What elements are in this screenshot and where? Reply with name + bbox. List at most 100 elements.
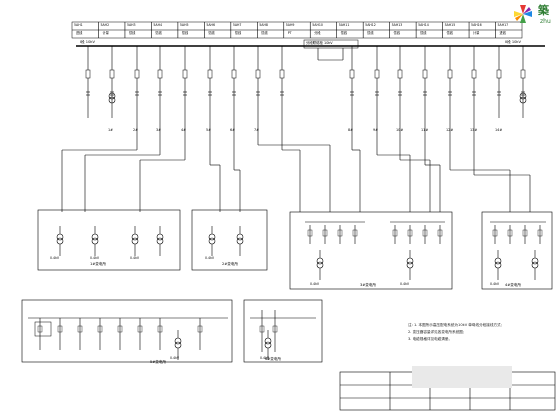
notes: 注: 1. 本图所示高压配电系统为10kV 单母线分段接线方式; 2. 变压器容… (408, 322, 553, 343)
transformer-4-1-winding (531, 257, 539, 265)
feeder-label-right: 12# (446, 128, 454, 132)
feeder-right-5-breaker (471, 69, 477, 79)
pt-circle (519, 96, 527, 104)
sub5-breaker (57, 325, 63, 333)
sub5-panel (34, 321, 52, 337)
feeder-left-7-breaker (255, 69, 261, 79)
voltage-label: 0.4kV (310, 282, 320, 286)
feeder-right-2-breaker (397, 69, 403, 79)
table-cell-code: 5AH1 (74, 23, 83, 27)
substation-name: 4#变电所 (505, 283, 522, 287)
sub5-breaker (77, 325, 83, 333)
table-cell-type: 馈线 (393, 31, 401, 35)
sub5-breaker (157, 325, 163, 333)
voltage-label: 0.4kV (400, 282, 410, 286)
feeder-left-2-breaker (134, 69, 140, 79)
sub4-breaker (537, 229, 543, 237)
transformer-1-2-winding (131, 237, 139, 245)
table-cell-code: 5AH15 (444, 23, 456, 27)
voltage-label: 0.4kV (50, 256, 60, 260)
table-cell-type: 馈线 (446, 31, 453, 35)
tie-label: 分段联络柜 10kV (306, 41, 333, 45)
feeder-right-6-breaker (496, 69, 502, 79)
table-cell-type: 馈线 (340, 31, 348, 35)
sub3-breaker (307, 229, 313, 237)
table-cell-code: 5AH6 (206, 23, 215, 27)
table-cell-code: 5AH16 (471, 23, 482, 27)
table-cell-code: 5AH5 (179, 23, 189, 27)
feeder-label-left: 4# (181, 128, 186, 132)
table-cell-code: 5AH10 (312, 23, 323, 27)
substation-box (37, 209, 181, 271)
feeder-right-1-breaker (374, 69, 380, 79)
table-cell-type: 馈线 (261, 31, 268, 35)
voltage-label: 0.4kV (205, 256, 215, 260)
note-line-2: 2. 变压器容量详见各变电所系统图; (408, 330, 465, 334)
feeder-label-right: 13# (470, 128, 478, 132)
pt-circle (108, 92, 116, 100)
transformer-1-3-winding (156, 237, 164, 245)
feeder-left-0-breaker (85, 69, 91, 79)
transformer-2-0-winding (208, 233, 216, 241)
feeder-left-1-breaker (109, 69, 115, 79)
substation-name: 5#变电所 (150, 360, 167, 364)
substation-box (289, 211, 453, 290)
feeder-left-4-breaker (182, 69, 188, 79)
feeder-right-4-breaker (447, 69, 453, 79)
feeder-label-left: 6# (230, 128, 235, 132)
substation-box (243, 299, 323, 363)
sub5-breaker (197, 325, 203, 333)
substation-box (481, 211, 553, 290)
sub4-breaker (507, 229, 513, 237)
transformer-1-2-winding (131, 233, 139, 241)
pt-circle (519, 92, 527, 100)
transformer-4-1-winding (531, 261, 539, 269)
sub6-breaker (272, 325, 278, 333)
transformer-4-0-winding (494, 261, 502, 269)
voltage-label: 0.4kV (490, 282, 500, 286)
table-cell-code: 5AH3 (126, 23, 136, 27)
table-cell-type: 馈线 (128, 31, 136, 35)
feeder-label-right: 14# (495, 128, 503, 132)
table-cell-type: 计量 (473, 31, 480, 35)
sub3-breaker (352, 229, 358, 237)
bus-left-label: I段 10kV (80, 40, 95, 44)
table-cell-code: 5AH13 (391, 23, 403, 27)
table-cell-type: 分段 (314, 31, 321, 35)
substation-box (191, 209, 268, 271)
feeder-right-3-breaker (422, 69, 428, 79)
feeder-left-5-breaker (207, 69, 213, 79)
transformer-3-0-winding (316, 257, 324, 265)
feeder-left-3-breaker (157, 69, 163, 79)
transformer-5-0-winding (174, 337, 182, 345)
table-cell-type: 馈线 (367, 31, 374, 35)
transformer-1-0-winding (56, 233, 64, 241)
voltage-label: 0.4kV (260, 356, 270, 360)
transformer-6-0-winding (264, 341, 272, 349)
table-cell-code: 5AH12 (365, 23, 376, 27)
sub3-breaker (322, 229, 328, 237)
sub3-breaker (337, 229, 343, 237)
transformer-6-0-winding (264, 337, 272, 345)
transformer-1-1-winding (91, 233, 99, 241)
feeder-right-7-breaker (520, 69, 526, 79)
substation-name: 6#变电所 (265, 357, 282, 361)
transformer-2-1-winding (236, 233, 244, 241)
table-cell-type: 馈线 (208, 31, 215, 35)
transformer-3-1-winding (406, 261, 414, 269)
transformer-2-1-winding (236, 237, 244, 245)
substation-name: 2#变电所 (222, 262, 239, 266)
transformer-2-0-winding (208, 237, 216, 245)
transformer-5-0-winding (174, 341, 182, 349)
feeder-label-left: 7# (254, 128, 259, 132)
transformer-1-0-winding (56, 237, 64, 245)
pt-circle (108, 96, 116, 104)
bus-right-label: II段 10kV (505, 40, 521, 44)
table-cell-type: 馈线 (234, 31, 242, 35)
feeder-label-right: 11# (421, 128, 429, 132)
table-cell-code: 5AH4 (153, 23, 163, 27)
voltage-label: 0.4kV (90, 256, 100, 260)
tie-panel (303, 39, 359, 49)
feeder-label-right: 8# (348, 128, 353, 132)
